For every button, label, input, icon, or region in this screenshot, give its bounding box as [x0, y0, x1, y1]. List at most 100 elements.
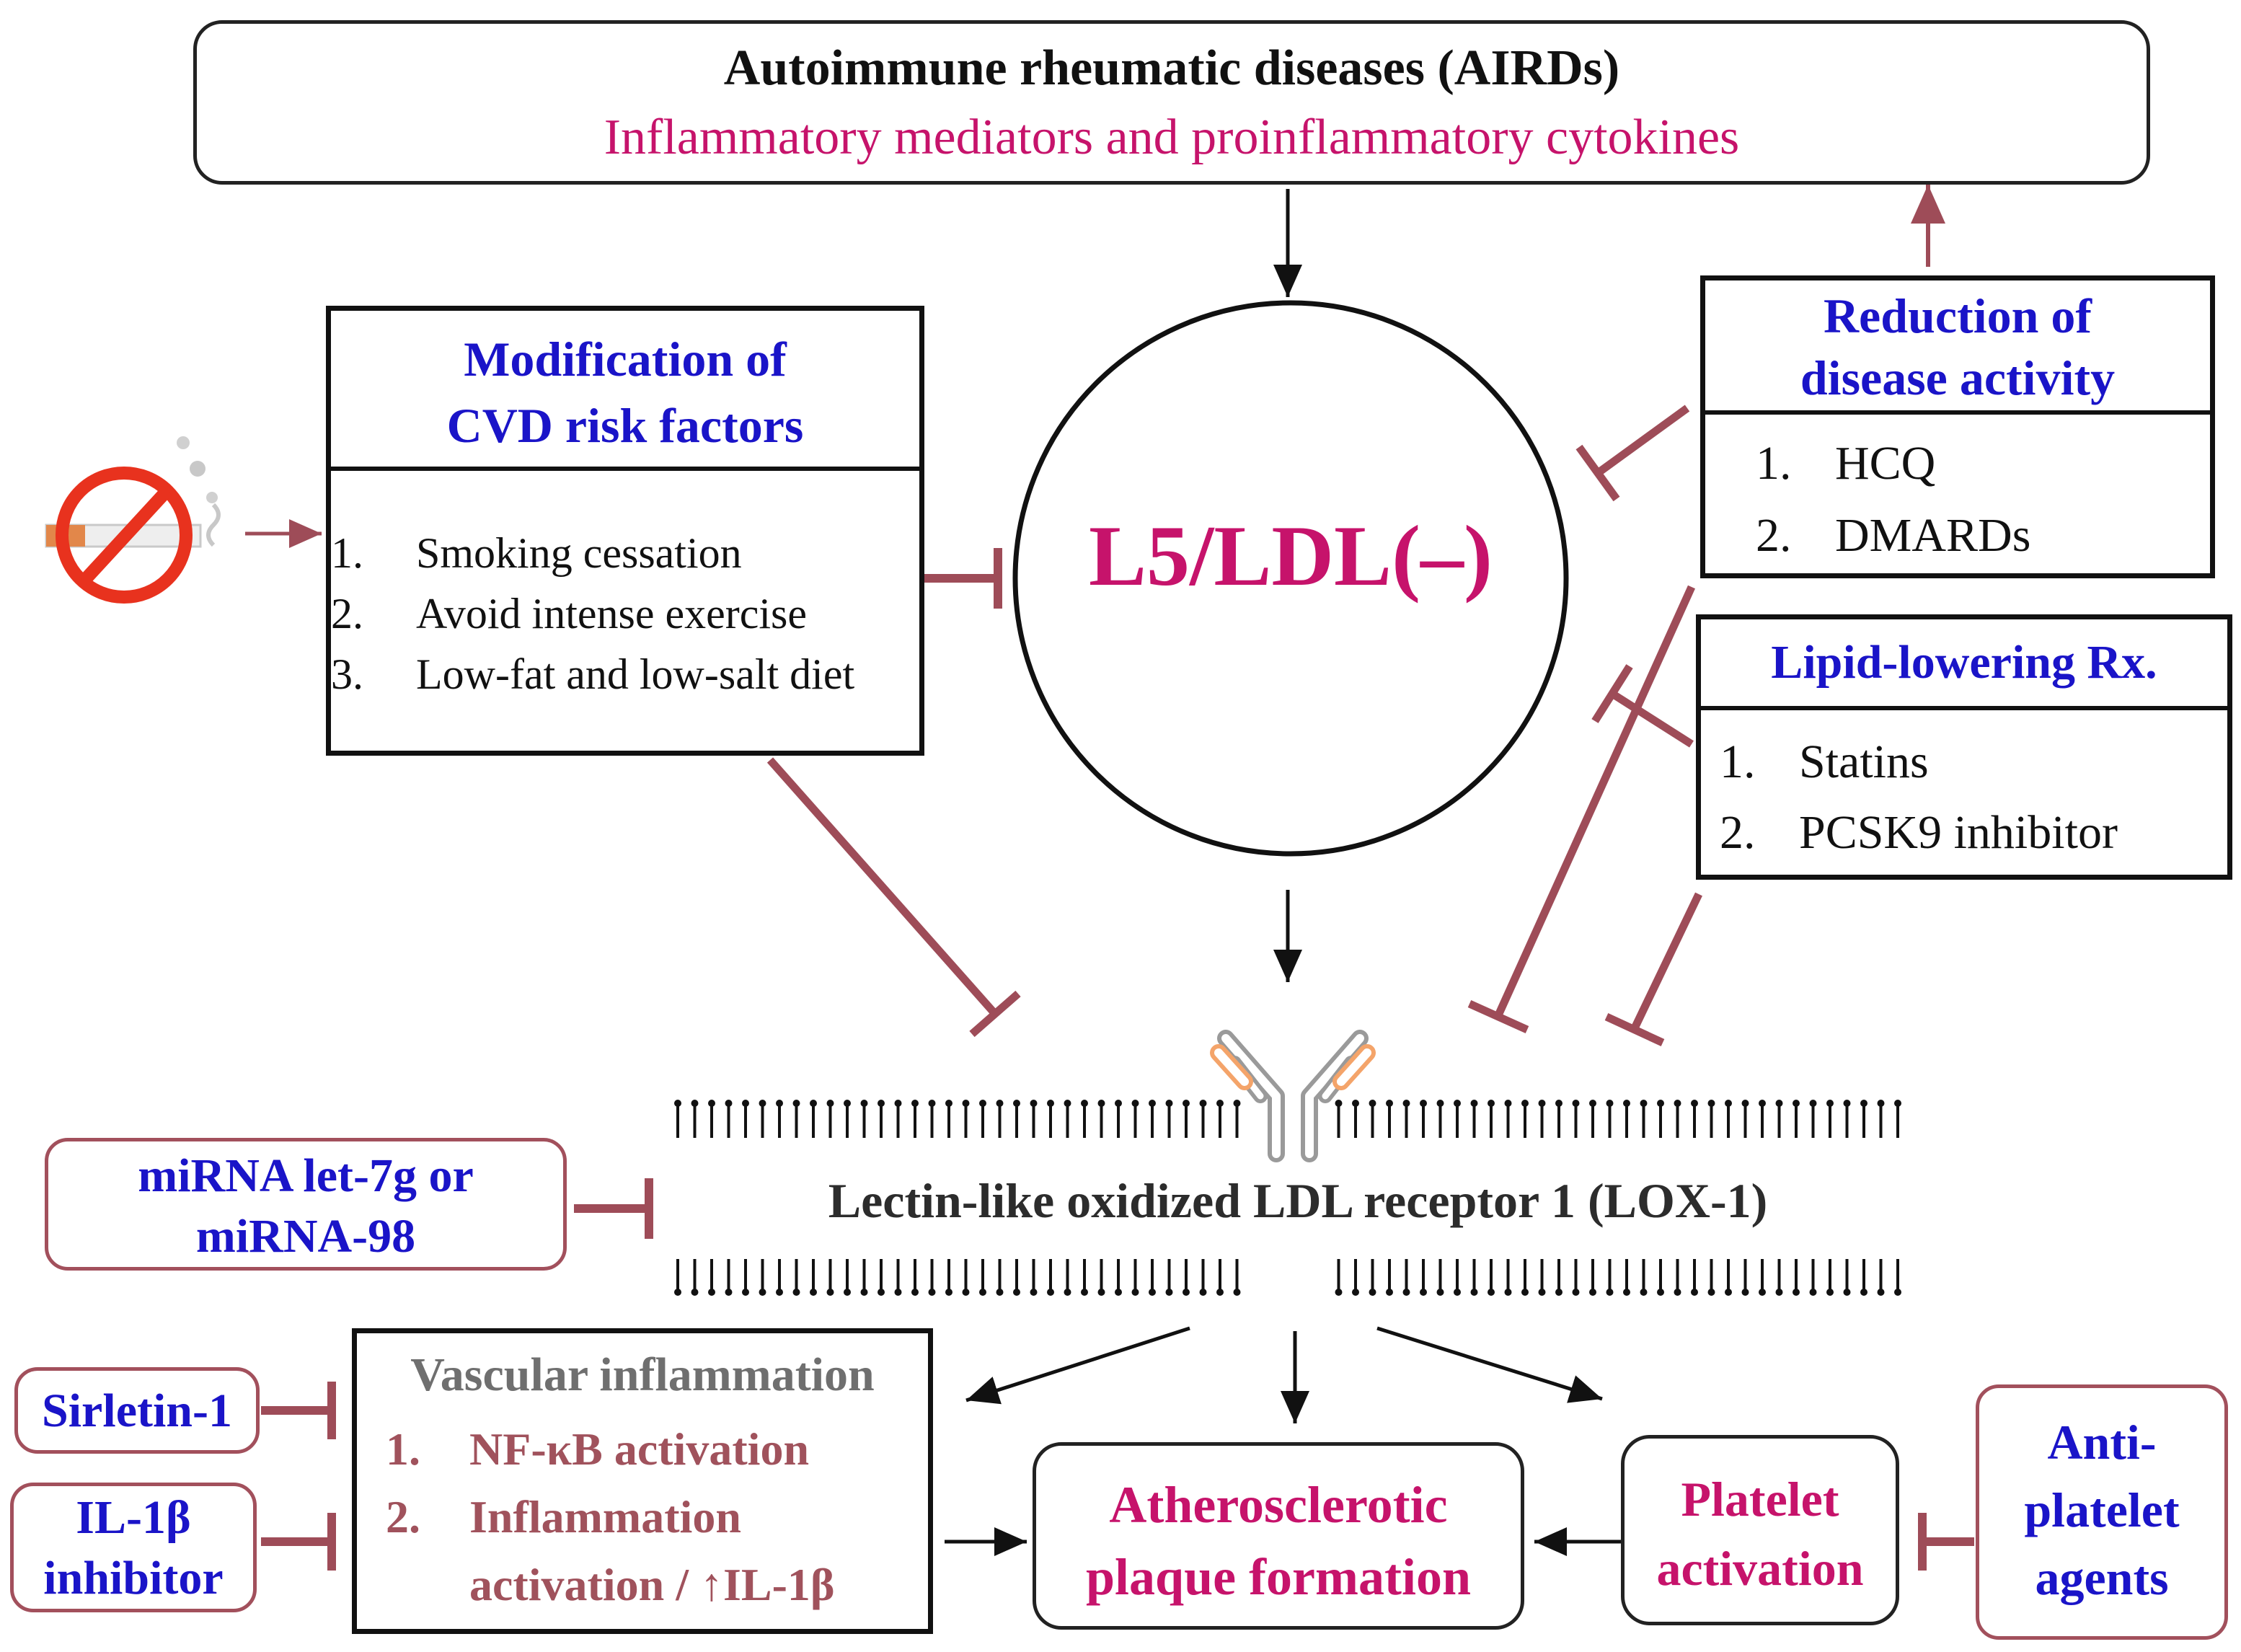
airds-title: Autoimmune rheumatic diseases (AIRDs): [723, 40, 1620, 96]
lipid-head: [1436, 1100, 1444, 1107]
vascular-item-continued: activation / ↑IL-1β: [469, 1559, 835, 1610]
vascular-box: Vascular inflammation 1.NF-κB activation…: [352, 1328, 933, 1634]
platelet-box: Platelet activation: [1621, 1435, 1899, 1625]
lipid-head: [1707, 1100, 1715, 1107]
lipid-head: [1402, 1289, 1410, 1296]
lipid-head: [1657, 1289, 1664, 1296]
lipid-head: [691, 1100, 699, 1107]
modification-item: 2.Avoid intense exercise: [331, 590, 808, 637]
lipid-head: [1454, 1100, 1461, 1107]
lipid-head: [1504, 1289, 1512, 1296]
lipid-head: [962, 1289, 970, 1296]
lipid-box: Lipid-lowering Rx. 1.Statins 2.PCSK9 inh…: [1696, 614, 2232, 880]
lipid-head: [1488, 1100, 1495, 1107]
vascular-title: Vascular inflammation: [410, 1348, 875, 1401]
lipid-head: [1131, 1100, 1139, 1107]
lipid-list: 1.Statins 2.PCSK9 inhibitor: [1720, 735, 2118, 876]
lipid-head: [1165, 1289, 1173, 1296]
lipid-head: [1131, 1289, 1139, 1296]
lipid-head: [928, 1100, 936, 1107]
modification-title-line2: CVD risk factors: [446, 398, 804, 453]
lipid-head: [1707, 1289, 1715, 1296]
sirletin-box: Sirletin-1: [14, 1367, 260, 1454]
lipid-head: [911, 1289, 919, 1296]
lipid-head: [1470, 1100, 1478, 1107]
modification-header: Modification of CVD risk factors: [331, 311, 919, 471]
lipid-head: [674, 1100, 681, 1107]
reduction-header: Reduction of disease activity: [1705, 281, 2210, 415]
lipid-header: Lipid-lowering Rx.: [1701, 619, 2227, 710]
inhibit-il1b-to-vascular: [261, 1513, 336, 1571]
lipid-item: 1.Statins: [1720, 736, 1929, 788]
arrow-lox1-to-vascular: [965, 1326, 1190, 1405]
membrane-bottom-row: [674, 1259, 1901, 1296]
lipid-item: 2.PCSK9 inhibitor: [1720, 806, 2118, 859]
lipid-head: [878, 1100, 885, 1107]
lipid-head: [759, 1289, 766, 1296]
lipid-head: [1860, 1100, 1867, 1107]
lipid-head: [1454, 1289, 1461, 1296]
lipid-head: [1640, 1100, 1648, 1107]
lipid-head: [1097, 1100, 1105, 1107]
lipid-head: [1047, 1100, 1054, 1107]
lipid-head: [691, 1289, 699, 1296]
antiplatelet-line1: Anti-: [2047, 1415, 2157, 1470]
reduction-title-line1: Reduction of: [1823, 288, 2092, 343]
lipid-head: [1386, 1289, 1393, 1296]
lipid-head: [1555, 1100, 1562, 1107]
platelet-line1: Platelet: [1681, 1472, 1839, 1527]
lipid-head: [1877, 1289, 1885, 1296]
lipid-head: [911, 1100, 919, 1107]
lipid-head: [742, 1289, 749, 1296]
lipid-head: [792, 1289, 800, 1296]
lipid-title: Lipid-lowering Rx.: [1771, 636, 2157, 689]
lipid-head: [1352, 1100, 1359, 1107]
lipid-head: [1793, 1289, 1800, 1296]
lipid-head: [1809, 1289, 1817, 1296]
modification-box: Modification of CVD risk factors 1.Smoki…: [326, 306, 924, 756]
lipid-head: [844, 1289, 851, 1296]
lipid-head: [996, 1100, 1004, 1107]
lipid-head: [1402, 1100, 1410, 1107]
sirletin-label: Sirletin-1: [42, 1384, 232, 1437]
inhibit-mirna-to-lox1: [574, 1178, 653, 1239]
lipid-head: [1369, 1100, 1376, 1107]
lipid-head: [1115, 1289, 1122, 1296]
lipid-head: [996, 1289, 1004, 1296]
lipid-head: [1843, 1100, 1851, 1107]
lipid-head: [1674, 1100, 1681, 1107]
lipid-head: [1572, 1100, 1580, 1107]
inhibit-sirletin-to-vascular: [261, 1382, 336, 1439]
lipid-head: [674, 1289, 681, 1296]
reduction-box: Reduction of disease activity 1.HCQ 2.DM…: [1700, 275, 2215, 578]
lipid-head: [1488, 1289, 1495, 1296]
lipid-head: [1589, 1289, 1596, 1296]
lipid-head: [1149, 1100, 1156, 1107]
lipid-head: [1572, 1289, 1580, 1296]
inhibit-modification-to-l5: [923, 548, 1002, 609]
lipid-head: [894, 1100, 902, 1107]
lipid-head: [1216, 1289, 1224, 1296]
lipid-head: [1047, 1289, 1054, 1296]
arrow-lox1-to-platelet: [1376, 1326, 1603, 1403]
inhibit-lipid-to-l5: [1591, 664, 1694, 748]
lipid-head: [1030, 1289, 1038, 1296]
lipid-head: [1369, 1289, 1376, 1296]
vascular-item: 1.NF-κB activation: [386, 1423, 810, 1475]
lipid-head: [1183, 1289, 1190, 1296]
lipid-head: [860, 1100, 868, 1107]
lipid-head: [1843, 1289, 1851, 1296]
lipid-head: [928, 1289, 936, 1296]
antiplatelet-line2: platelet: [2024, 1483, 2180, 1537]
modification-title-line1: Modification of: [464, 332, 787, 387]
modification-item: 1.Smoking cessation: [331, 529, 742, 577]
antiplatelet-box: Anti- platelet agents: [1976, 1384, 2228, 1640]
lipid-head: [1081, 1289, 1088, 1296]
lipid-head: [1623, 1100, 1630, 1107]
lipid-head: [1521, 1289, 1529, 1296]
l5-ldl-label: L5/LDL(–): [1088, 508, 1493, 604]
l5-ldl-circle: [1012, 300, 1569, 857]
lipid-head: [1183, 1100, 1190, 1107]
lox1-receptor-icon: [1210, 1030, 1376, 1162]
